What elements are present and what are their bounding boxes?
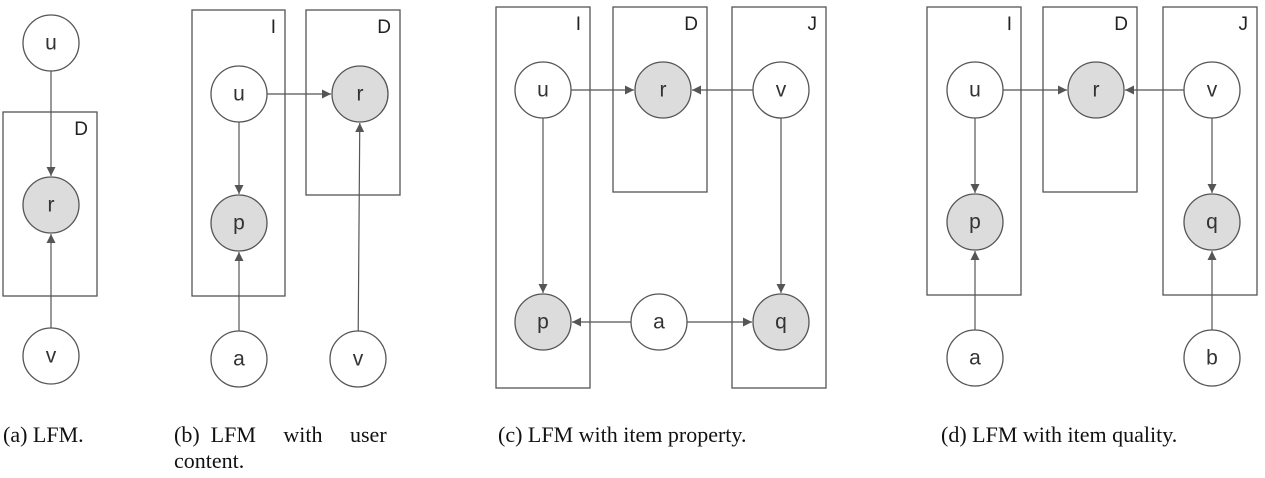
node-b-latent — [1183, 329, 1241, 387]
plate-d — [2, 111, 98, 297]
plate-label-j: J — [808, 14, 818, 35]
caption-b-line-2: content. — [174, 448, 244, 473]
node-p-observed — [946, 193, 1004, 251]
plate-label-i: I — [576, 14, 581, 35]
node-p-observed — [514, 293, 572, 351]
node-label-r: r — [660, 79, 667, 102]
node-label-u: u — [233, 83, 245, 106]
caption-c-line-1: (c) LFM with item property. — [498, 422, 746, 447]
node-label-v: v — [1207, 79, 1218, 102]
edge-v-to-r — [355, 122, 365, 332]
plate-j — [1162, 6, 1258, 296]
node-q-observed — [1183, 193, 1241, 251]
node-u-latent — [22, 14, 80, 72]
plate-j — [731, 6, 827, 389]
node-v-latent — [1183, 61, 1241, 119]
panel-d: I D Ju r v p q a b (d) LFM with item quality. — [926, 6, 1258, 447]
node-label-v: v — [353, 348, 364, 371]
node-u-latent — [946, 61, 1004, 119]
plate-label-d: D — [377, 17, 391, 38]
caption-a-line-1: (a) LFM. — [3, 422, 84, 447]
node-a-latent — [630, 293, 688, 351]
node-r-observed — [22, 176, 80, 234]
caption-b-line-1: (b) LFM with user — [174, 422, 387, 447]
node-label-u: u — [45, 32, 57, 55]
plate-label-d: D — [684, 14, 698, 35]
node-label-q: q — [775, 311, 787, 334]
node-label-p: p — [969, 211, 981, 234]
panel-c: I D Ju r v p a q (c) LFM with item property. — [495, 6, 827, 447]
node-r-observed — [331, 65, 389, 123]
plate-i — [495, 6, 591, 389]
node-a-latent — [210, 330, 268, 388]
node-r-observed — [1067, 61, 1125, 119]
node-label-u: u — [969, 79, 981, 102]
node-label-a: a — [233, 348, 245, 371]
plate-label-i: I — [271, 17, 276, 38]
node-p-observed — [210, 194, 268, 252]
plate-label-i: I — [1007, 14, 1012, 35]
node-a-latent — [946, 329, 1004, 387]
plate-label-d: D — [74, 119, 88, 140]
node-label-r: r — [48, 194, 55, 217]
node-u-latent — [210, 65, 268, 123]
node-label-a: a — [653, 311, 665, 334]
node-q-observed — [752, 293, 810, 351]
panel-a: Du r v (a) LFM. — [2, 14, 98, 447]
plate-label-d: D — [1114, 14, 1128, 35]
node-v-latent — [329, 330, 387, 388]
node-u-latent — [514, 61, 572, 119]
node-label-u: u — [537, 79, 549, 102]
node-label-v: v — [776, 79, 787, 102]
plate-d — [305, 9, 401, 196]
node-label-p: p — [233, 212, 245, 235]
plate-i — [926, 6, 1022, 296]
node-r-observed — [634, 61, 692, 119]
node-v-latent — [22, 327, 80, 385]
plate-d — [1042, 6, 1138, 193]
node-label-b: b — [1206, 347, 1218, 370]
caption-d-line-1: (d) LFM with item quality. — [941, 422, 1177, 447]
node-label-r: r — [1093, 79, 1100, 102]
plate-label-j: J — [1239, 14, 1249, 35]
node-label-a: a — [969, 347, 981, 370]
node-label-p: p — [537, 311, 549, 334]
node-label-r: r — [357, 83, 364, 106]
plate-d — [612, 6, 708, 193]
node-v-latent — [752, 61, 810, 119]
node-label-q: q — [1206, 211, 1218, 234]
node-label-v: v — [46, 345, 57, 368]
